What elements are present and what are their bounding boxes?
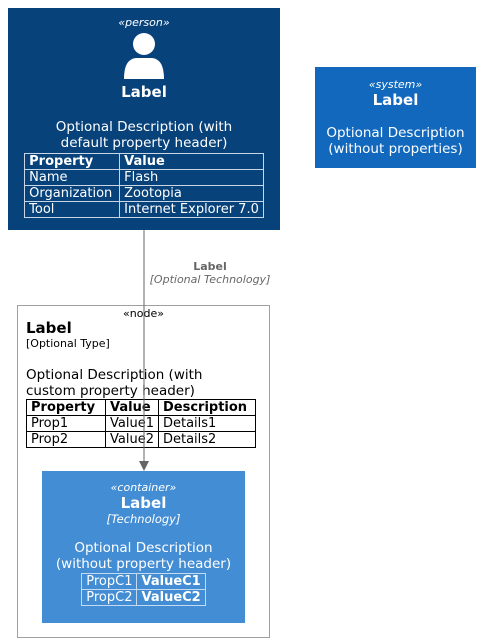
relationship-label-block: Label [Optional Technology] [140, 260, 280, 287]
node-description: Optional Description (with custom proper… [26, 367, 203, 399]
system-stereotype: «system» [368, 78, 423, 91]
node-type: [Optional Type] [26, 337, 110, 350]
system-description: Optional Description (without properties… [326, 125, 465, 157]
system-element[interactable]: «system» Label Optional Description (wit… [315, 67, 476, 168]
container-label: Label [120, 494, 167, 512]
relationship-label: Label [193, 260, 227, 273]
node-stereotype: «node» [123, 307, 164, 320]
node-label: Label [26, 319, 72, 337]
person-stereotype: «person» [118, 16, 170, 29]
container-stereotype: «container» [110, 481, 177, 494]
person-description: Optional Description (with default prope… [55, 119, 233, 151]
person-label: Label [121, 83, 167, 101]
relationship-technology: [Optional Technology] [149, 273, 271, 286]
container-element[interactable]: «container» Label [Technology] Optional … [42, 471, 245, 623]
container-technology: [Technology] [106, 512, 181, 526]
container-description: Optional Description (without property h… [55, 540, 232, 572]
person-element[interactable]: «person» Label Optional Description (wit… [8, 8, 280, 230]
person-icon [8, 31, 280, 81]
system-label: Label [372, 91, 419, 109]
